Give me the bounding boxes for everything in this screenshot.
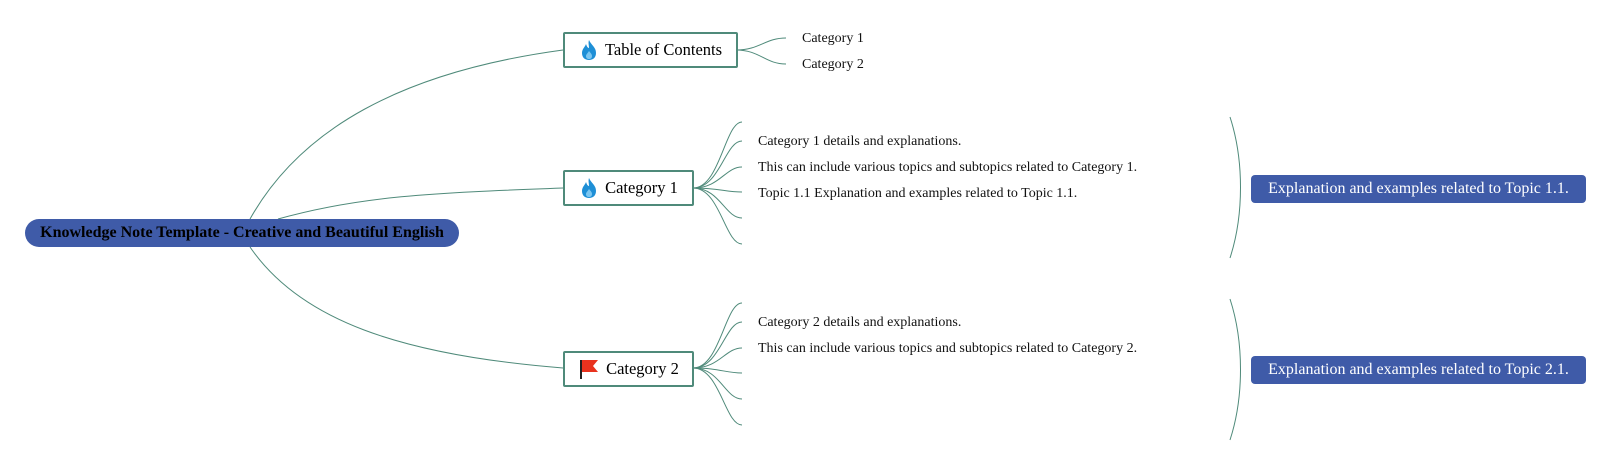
toc-item-category-2[interactable]: Category 2: [802, 57, 864, 72]
fire-icon: [579, 177, 599, 199]
category-1-detail[interactable]: Category 1 details and explanations.: [758, 134, 962, 149]
category-2-summary[interactable]: Explanation and examples related to Topi…: [1251, 356, 1586, 384]
category-2-summary-label: Explanation and examples related to Topi…: [1268, 361, 1569, 378]
toc-topic[interactable]: Table of Contents: [563, 32, 738, 68]
category-2-detail[interactable]: This can include various topics and subt…: [758, 341, 1138, 356]
category-1-topic[interactable]: Category 1: [563, 170, 694, 206]
category-1-detail[interactable]: This can include various topics and subt…: [758, 160, 1138, 175]
category-1-label: Category 1: [605, 178, 678, 197]
category-2-topic[interactable]: Category 2: [563, 351, 694, 387]
root-topic-label: Knowledge Note Template - Creative and B…: [40, 224, 444, 241]
fire-icon: [579, 39, 599, 61]
toc-topic-label: Table of Contents: [604, 40, 723, 59]
flag-icon: [578, 358, 600, 380]
root-topic[interactable]: Knowledge Note Template - Creative and B…: [25, 219, 459, 247]
toc-item-category-1[interactable]: Category 1: [802, 31, 864, 46]
category-1-summary-label: Explanation and examples related to Topi…: [1268, 180, 1569, 197]
category-2-detail[interactable]: Category 2 details and explanations.: [758, 315, 962, 330]
category-1-summary[interactable]: Explanation and examples related to Topi…: [1251, 175, 1586, 203]
category-1-detail[interactable]: Topic 1.1 Explanation and examples relat…: [758, 186, 1078, 201]
category-2-label: Category 2: [606, 359, 679, 378]
